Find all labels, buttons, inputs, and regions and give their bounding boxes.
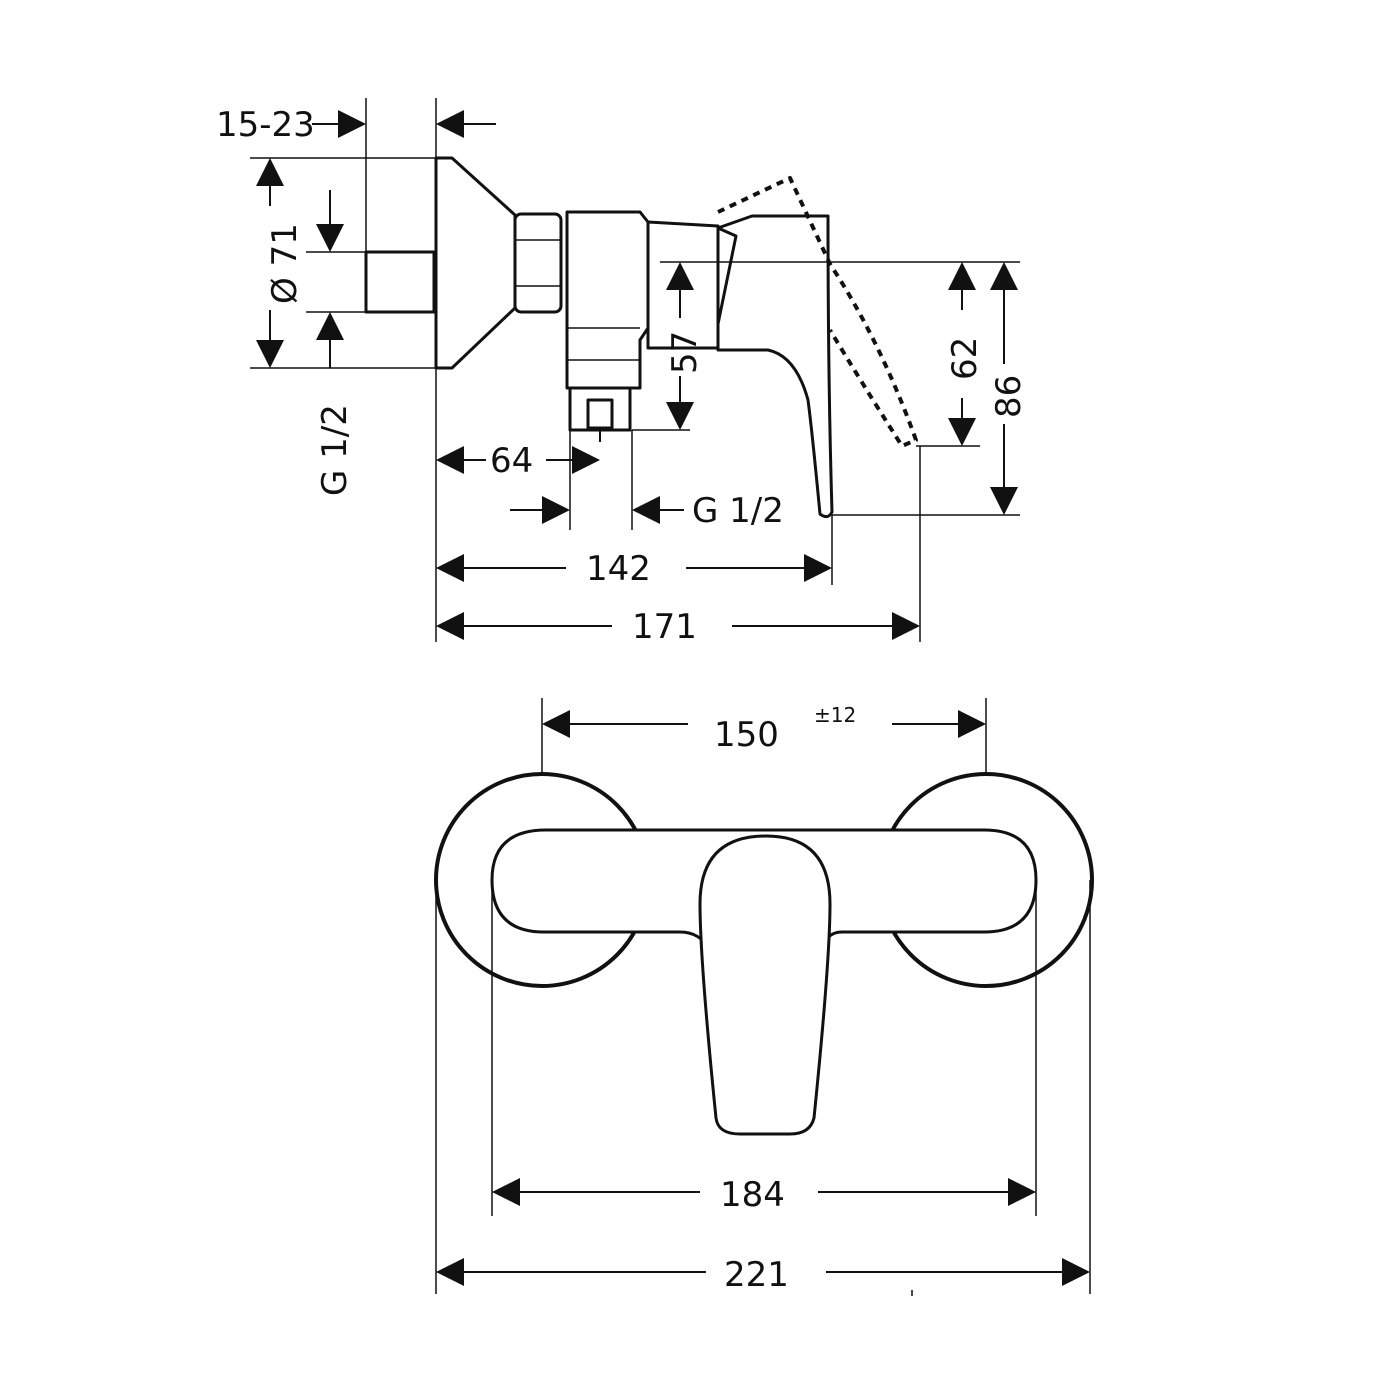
- dim-inlet-thread: G 1/2: [315, 190, 355, 496]
- front-extension-lines: [435, 698, 1091, 1296]
- dim-handle-travel-label: 62: [945, 337, 985, 380]
- dim-outlet-thread-label: G 1/2: [692, 491, 784, 531]
- dim-overall-height: 86: [989, 262, 1029, 515]
- dim-body-width: 184: [492, 1175, 1036, 1215]
- side-extension-lines: [250, 98, 1020, 642]
- dim-overall-height-label: 86: [989, 375, 1029, 418]
- front-view: [434, 772, 1094, 1136]
- lever-handle: [716, 214, 834, 519]
- wall-connector: [364, 250, 436, 314]
- valve-body: [565, 210, 650, 390]
- hex-nut: [513, 212, 563, 314]
- lever-front: [698, 834, 832, 1136]
- dim-overall-width: 221: [436, 1255, 1090, 1295]
- dim-body-width-label: 184: [720, 1175, 785, 1215]
- dim-centre-tolerance-label: ±12: [814, 703, 856, 727]
- dim-rosette-diameter: Ø 71: [256, 158, 305, 368]
- dim-outlet-offset: 64: [436, 441, 600, 481]
- dim-wall-depth: 15-23: [216, 105, 496, 145]
- side-view: [364, 156, 918, 519]
- dim-projection-total: 171: [436, 607, 920, 647]
- lever-handle-open: [717, 176, 918, 448]
- dim-rosette-diameter-label: Ø 71: [265, 223, 305, 304]
- wall-rosette: [434, 156, 517, 370]
- dim-projection-total-label: 171: [632, 607, 697, 647]
- dim-handle-travel: 62: [945, 262, 985, 446]
- dim-projection-handle: 142: [436, 549, 832, 589]
- dim-outlet-thread: G 1/2: [510, 491, 784, 531]
- dim-outlet-height: 57: [665, 262, 705, 430]
- dim-centre-distance: 150 ±12: [542, 703, 986, 755]
- dim-wall-depth-label: 15-23: [216, 105, 315, 145]
- dim-outlet-offset-label: 64: [490, 441, 533, 481]
- dim-projection-handle-label: 142: [586, 549, 651, 589]
- dim-centre-distance-label: 150: [714, 715, 779, 755]
- dim-overall-width-label: 221: [724, 1255, 789, 1295]
- dim-outlet-height-label: 57: [665, 331, 705, 374]
- dim-inlet-thread-label: G 1/2: [315, 404, 355, 496]
